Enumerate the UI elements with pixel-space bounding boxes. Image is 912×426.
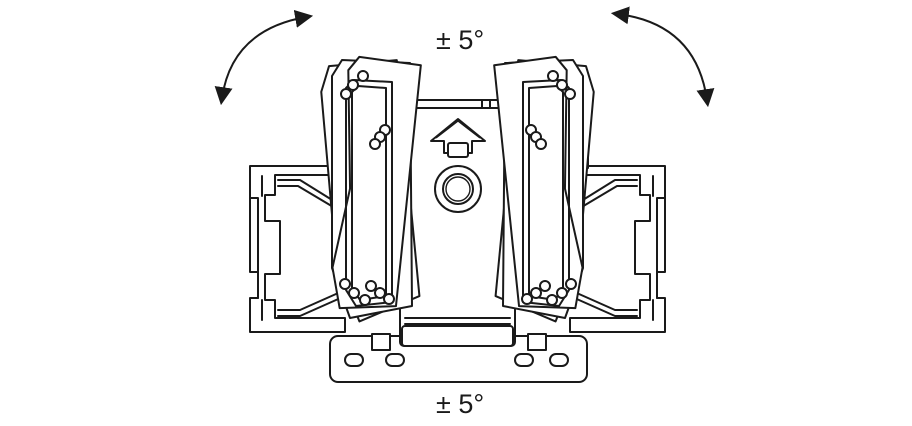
right-bracket-screws [521, 70, 577, 306]
top-tilt-label: ± 5° [436, 25, 485, 55]
wall-plate [329, 333, 588, 383]
right-bracket [493, 55, 595, 323]
right-rotation-arrow-icon [610, 6, 715, 108]
bottom-tilt-label: ± 5° [436, 389, 485, 419]
pivot-knob [434, 165, 482, 213]
left-bracket-screws [339, 70, 395, 306]
left-rotation-arrow-icon [214, 10, 314, 106]
left-bracket [320, 55, 422, 323]
up-arrow-icon [430, 118, 486, 158]
